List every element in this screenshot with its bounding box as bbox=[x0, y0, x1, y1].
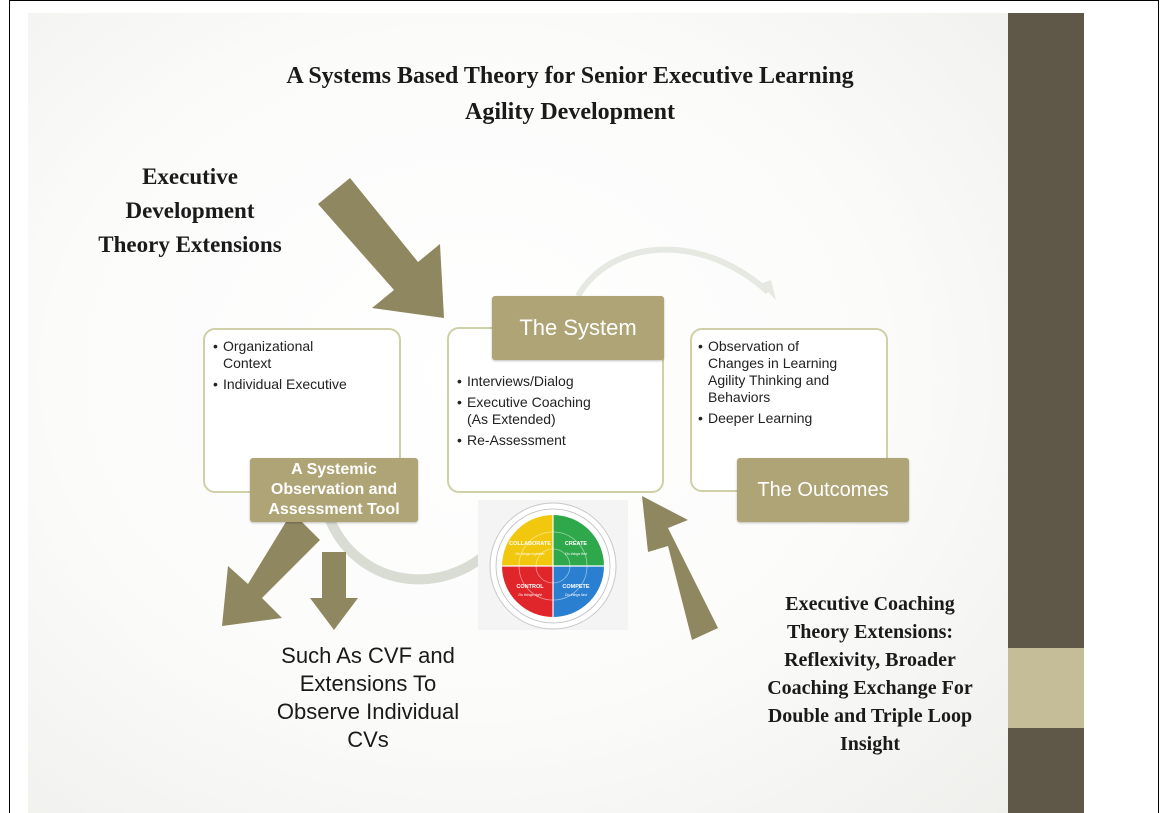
cvf-sub-create: Do things first bbox=[565, 552, 588, 556]
arrow-down-icon bbox=[310, 552, 358, 630]
cvf-caption-line-4: CVs bbox=[347, 727, 389, 752]
cvf-wheel-figure: COLLABORATE CREATE CONTROL COMPETE Do th… bbox=[478, 500, 628, 630]
exec-coaching-line-2: Theory Extensions: bbox=[786, 621, 954, 643]
arrow-down-left-icon bbox=[222, 512, 320, 626]
cvf-caption-line-1: Such As CVF and bbox=[281, 643, 455, 668]
arrow-down-right-icon bbox=[318, 178, 444, 318]
cvf-quadrant-yellow bbox=[502, 515, 553, 566]
outcomes-label: The Outcomes bbox=[737, 458, 909, 522]
assessment-label-line-3: Assessment Tool bbox=[268, 501, 400, 518]
arrow-up-left-icon bbox=[642, 496, 718, 640]
slide-frame bbox=[9, 0, 1159, 813]
cvf-caption-line-2: Extensions To bbox=[299, 671, 437, 696]
exec-coaching-line-4: Coaching Exchange For bbox=[767, 677, 973, 699]
outcomes-item-deeper-learning: Deeper Learning bbox=[698, 410, 880, 427]
assessment-label-line-2: Observation and bbox=[270, 481, 398, 498]
cvf-sub-control: Do things right bbox=[518, 593, 542, 597]
system-item-executive-coaching: Executive Coaching(As Extended) bbox=[457, 394, 656, 428]
title-line-1: A Systems Based Theory for Senior Execut… bbox=[286, 63, 854, 89]
system-item-interviews: Interviews/Dialog bbox=[457, 373, 656, 390]
executive-coaching-heading: Executive Coaching Theory Extensions: Re… bbox=[720, 590, 1020, 758]
page-title: A Systems Based Theory for Senior Execut… bbox=[170, 58, 970, 130]
executive-development-heading: Executive Development Theory Extensions bbox=[90, 160, 290, 262]
cvf-caption: Such As CVF and Extensions To Observe In… bbox=[248, 642, 488, 754]
assessment-label-line-1: A Systemic bbox=[291, 461, 377, 478]
title-line-2: Agility Development bbox=[465, 99, 675, 125]
exec-coaching-line-1: Executive Coaching bbox=[785, 593, 955, 615]
assessment-item-individual-executive: Individual Executive bbox=[213, 376, 393, 393]
cvf-label-create: CREATE bbox=[565, 541, 588, 547]
cvf-quadrant-red bbox=[502, 566, 553, 617]
exec-coaching-line-3: Reflexivity, Broader bbox=[784, 649, 956, 671]
cvf-sub-collaborate: Do things together bbox=[515, 552, 545, 556]
cycle-arrow-top-head-icon bbox=[760, 280, 776, 300]
system-label: The System bbox=[492, 296, 664, 360]
cycle-arrow-bottom-icon bbox=[325, 517, 504, 585]
cvf-sub-compete: Do things fast bbox=[565, 593, 588, 597]
cvf-quadrant-blue bbox=[553, 566, 604, 617]
cvf-label-collaborate: COLLABORATE bbox=[509, 541, 551, 547]
cvf-quadrant-green bbox=[553, 515, 604, 566]
cvf-wheel-icon: COLLABORATE CREATE CONTROL COMPETE Do th… bbox=[489, 502, 617, 630]
cvf-caption-line-3: Observe Individual bbox=[276, 699, 460, 724]
system-item-reassessment: Re-Assessment bbox=[457, 432, 656, 449]
cycle-arrow-top-icon bbox=[575, 246, 771, 298]
exec-dev-line-1: Executive bbox=[142, 164, 238, 189]
exec-coaching-line-6: Insight bbox=[839, 733, 901, 755]
exec-coaching-line-5: Double and Triple Loop bbox=[767, 705, 973, 727]
slide-sidebar-accent bbox=[1008, 648, 1084, 728]
assessment-tool-label: A Systemic Observation and Assessment To… bbox=[250, 458, 418, 522]
exec-dev-line-3: Theory Extensions bbox=[98, 232, 282, 257]
exec-dev-line-2: Development bbox=[125, 198, 255, 223]
cvf-label-compete: COMPETE bbox=[562, 584, 590, 590]
cvf-label-control: CONTROL bbox=[516, 584, 544, 590]
